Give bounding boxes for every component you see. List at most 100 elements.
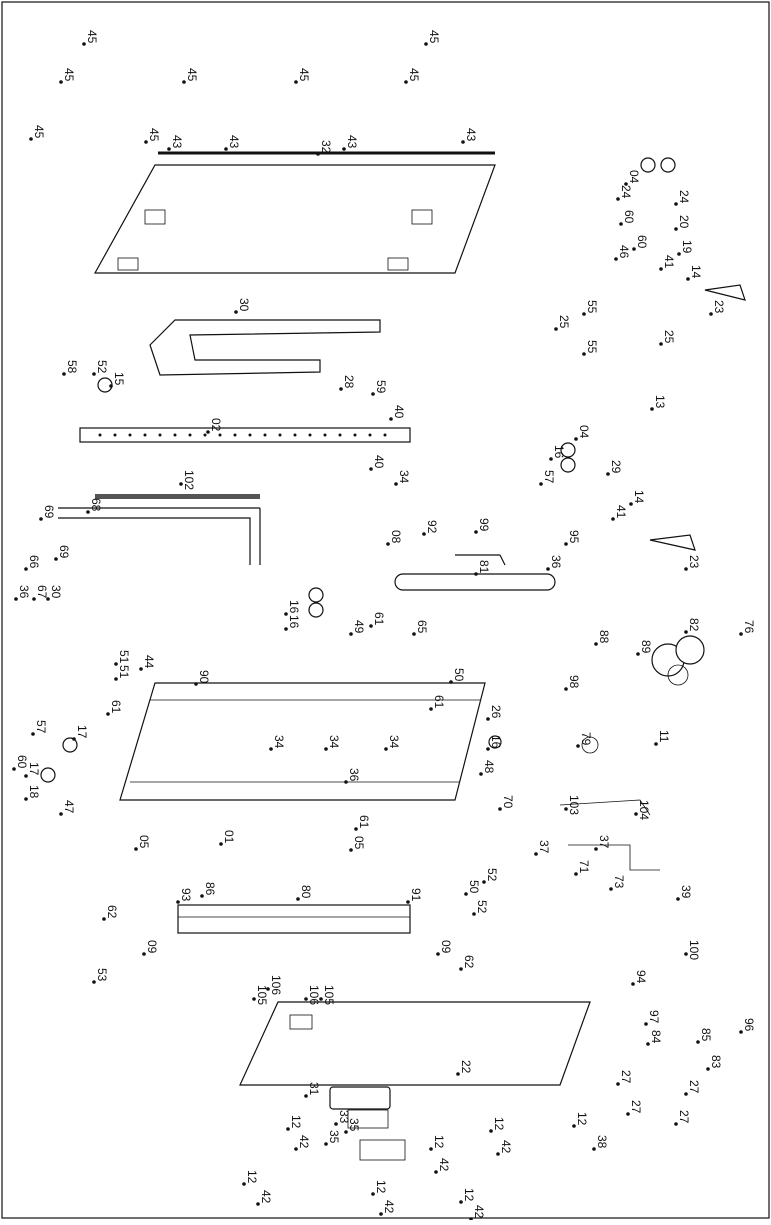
part-label: 46: [617, 245, 631, 259]
main-frame-part: [119, 682, 486, 801]
leader-dot: [296, 897, 300, 901]
part-label: 55: [585, 340, 599, 354]
part-label: 96: [742, 1018, 756, 1032]
part-label: 82: [687, 618, 701, 632]
leader-dot: [496, 1152, 500, 1156]
leader-dot: [546, 567, 550, 571]
leader-dot: [606, 472, 610, 476]
leader-dot: [109, 384, 113, 388]
part-label: 105: [322, 985, 336, 1005]
part-label: 45: [407, 68, 421, 82]
part-label: 40: [372, 455, 386, 469]
leader-dot: [82, 42, 86, 46]
part-label: 104: [637, 800, 651, 820]
leader-dot: [659, 342, 663, 346]
leader-dot: [634, 812, 638, 816]
leader-dot: [106, 712, 110, 716]
leader-dot: [12, 767, 16, 771]
leader-dot: [739, 1030, 743, 1034]
leader-dot: [32, 597, 36, 601]
leader-dot: [386, 542, 390, 546]
leader-dot: [200, 894, 204, 898]
leader-dot: [676, 897, 680, 901]
part-label: 45: [427, 30, 441, 44]
part-label: 12: [492, 1117, 506, 1131]
part-label: 12: [289, 1115, 303, 1129]
perforated-bar-part: [79, 427, 411, 443]
leader-dot: [92, 980, 96, 984]
leader-dot: [39, 517, 43, 521]
part-label: 102: [182, 470, 196, 490]
part-label: 106: [307, 985, 321, 1005]
leader-dot: [474, 572, 478, 576]
part-label: 52: [485, 868, 499, 882]
part-label: 34: [397, 470, 411, 484]
leader-dot: [574, 872, 578, 876]
part-label: 37: [537, 840, 551, 854]
console-frame-part: [329, 1086, 391, 1110]
leader-dot: [194, 682, 198, 686]
leader-dot: [242, 1182, 246, 1186]
leader-dot: [582, 312, 586, 316]
leader-dot: [631, 982, 635, 986]
part-label: 18: [27, 785, 41, 799]
wire-part: [568, 844, 660, 871]
leader-dot: [144, 140, 148, 144]
part-label: 34: [272, 735, 286, 749]
leader-dot: [371, 1192, 375, 1196]
part-label: 67: [35, 585, 49, 599]
leader-dot: [369, 624, 373, 628]
textured-strip-part: [95, 494, 260, 499]
part-label: 89: [639, 640, 653, 654]
part-label: 37: [597, 835, 611, 849]
leader-dot: [304, 997, 308, 1001]
part-label: 57: [542, 470, 556, 484]
leader-dot: [632, 247, 636, 251]
part-label: 04: [577, 425, 591, 439]
leader-dot: [574, 437, 578, 441]
leader-dot: [650, 407, 654, 411]
part-label: 70: [501, 795, 515, 809]
leader-dot: [709, 312, 713, 316]
part-label: 32: [319, 140, 333, 154]
part-label: 25: [557, 315, 571, 329]
leader-dot: [482, 880, 486, 884]
part-label: 16: [552, 445, 566, 459]
leader-dot: [564, 542, 568, 546]
leader-dot: [206, 430, 210, 434]
leader-dot: [464, 892, 468, 896]
part-label: 09: [439, 940, 453, 954]
part-label: 41: [662, 255, 676, 269]
part-label: 98: [567, 675, 581, 689]
leader-dot: [24, 774, 28, 778]
part-label: 45: [62, 68, 76, 82]
leader-dot: [684, 1092, 688, 1096]
part-label: 36: [549, 555, 563, 569]
part-label: 42: [437, 1158, 451, 1172]
leader-dot: [659, 267, 663, 271]
part-label: 19: [680, 240, 694, 254]
deck-slot: [117, 257, 139, 271]
leader-dot: [564, 807, 568, 811]
part-label: 11: [657, 730, 671, 743]
part-label: 17: [27, 762, 41, 776]
part-label: 43: [464, 128, 478, 142]
leader-dot: [14, 597, 18, 601]
part-label: 23: [712, 300, 726, 314]
leader-dot: [167, 147, 171, 151]
leader-dot: [324, 747, 328, 751]
leader-dot: [429, 1147, 433, 1151]
part-label: 14: [689, 265, 703, 279]
leader-dot: [46, 597, 50, 601]
leader-dot: [349, 632, 353, 636]
roller-part: [394, 573, 556, 591]
part-label: 44: [142, 655, 156, 669]
part-label: 35: [327, 1130, 341, 1144]
leader-dot: [646, 1042, 650, 1046]
leader-dot: [182, 80, 186, 84]
leader-dot: [269, 747, 273, 751]
part-label: 41: [614, 505, 628, 519]
leader-dot: [686, 277, 690, 281]
part-label: 79: [579, 732, 593, 746]
